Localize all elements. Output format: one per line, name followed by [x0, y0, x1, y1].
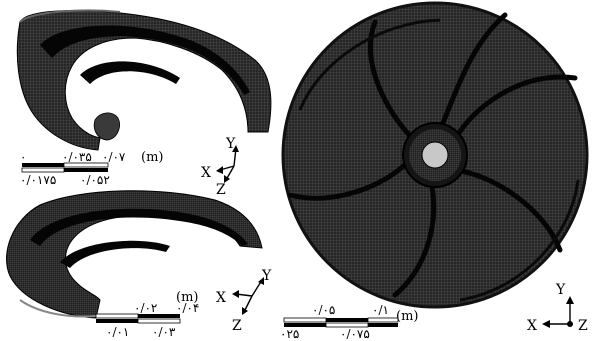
bottom-left-base-rim — [19, 299, 97, 318]
bottom-left-axis-z: Z — [232, 318, 242, 334]
right-axis-x: X — [527, 318, 537, 334]
bottom-left-scale-tick-2: ۰/۰۴ — [176, 301, 199, 315]
bottom-left-scale-tick-a: ۰/۰۱ — [106, 325, 129, 339]
impeller-blade-4 — [287, 157, 413, 201]
bottom-left-axis-x: X — [216, 290, 226, 306]
impeller-blade-5 — [368, 19, 415, 141]
right-axis-z: Z — [578, 318, 588, 334]
right-scale-bar: ۰/۰۵ ۰/۱ (m) ۰۲۵ ۰/۰۷۵ — [280, 303, 418, 341]
bottom-left-scale-bar: (m) ۰/۰۲ ۰/۰۴ ۰/۰۱ ۰/۰۳ — [95, 290, 199, 339]
top-left-scale-tick-1: ۰/۰۳۵ — [62, 150, 92, 164]
right-scale-tick-a: ۰۲۵ — [280, 327, 299, 341]
top-left-scale-tick-2: ۰/۰۷ — [102, 150, 126, 164]
impeller-shroud-rings — [298, 18, 580, 302]
top-left-blade-2 — [80, 61, 180, 84]
top-left-scale-tick-b: ۰/۰۵۲ — [80, 173, 110, 187]
top-left-scale-tick-a: ۰/۰۱۷۵ — [20, 173, 56, 187]
top-left-volute-mesh — [16, 9, 272, 151]
top-left-axis-z: Z — [216, 182, 226, 198]
bottom-left-scale-unit: (m) — [176, 290, 198, 305]
right-scale-tick-2: ۰/۱ — [372, 303, 389, 317]
top-left-outer-wall — [19, 9, 121, 23]
impeller-blade-1 — [452, 74, 578, 143]
right-axis-y: Y — [555, 282, 566, 298]
bottom-left-blade — [30, 208, 248, 246]
top-left-axis-triad: Y X Z — [201, 136, 239, 198]
right-scale-tick-1: ۰/۰۵ — [312, 303, 335, 317]
top-left-axis-x: X — [201, 165, 211, 181]
bottom-left-scale-tick-b: ۰/۰۳ — [152, 325, 176, 339]
right-scale-tick-b: ۰/۰۷۵ — [340, 327, 370, 341]
bottom-left-scale-tick-1: ۰/۰۲ — [134, 301, 157, 315]
bottom-left-volute-mesh — [6, 190, 263, 319]
impeller-hub — [421, 141, 449, 169]
impeller-blades — [287, 12, 578, 298]
bottom-left-blade-2 — [60, 240, 170, 268]
top-left-scale-tick-0: ۰ — [20, 150, 26, 164]
top-left-scale-bar: ۰ ۰/۰۳۵ ۰/۰۷ (m) ۰/۰۱۷۵ ۰/۰۵۲ — [20, 150, 163, 187]
bottom-left-axis-y: Y — [261, 268, 272, 284]
top-left-blade — [40, 25, 250, 95]
bottom-left-axis-triad: Y X Z — [216, 268, 272, 334]
right-scale-unit: (m) — [396, 309, 418, 324]
top-left-hub-cutout — [93, 112, 120, 141]
top-left-scale-unit: (m) — [141, 150, 163, 165]
impeller-blade-2 — [452, 167, 563, 253]
impeller-disc-mesh — [281, 1, 589, 309]
top-left-axis-y: Y — [225, 136, 236, 152]
impeller-blade-6 — [437, 12, 508, 133]
right-axis-triad: Y X Z — [527, 282, 588, 334]
impeller-blade-3 — [392, 175, 437, 298]
